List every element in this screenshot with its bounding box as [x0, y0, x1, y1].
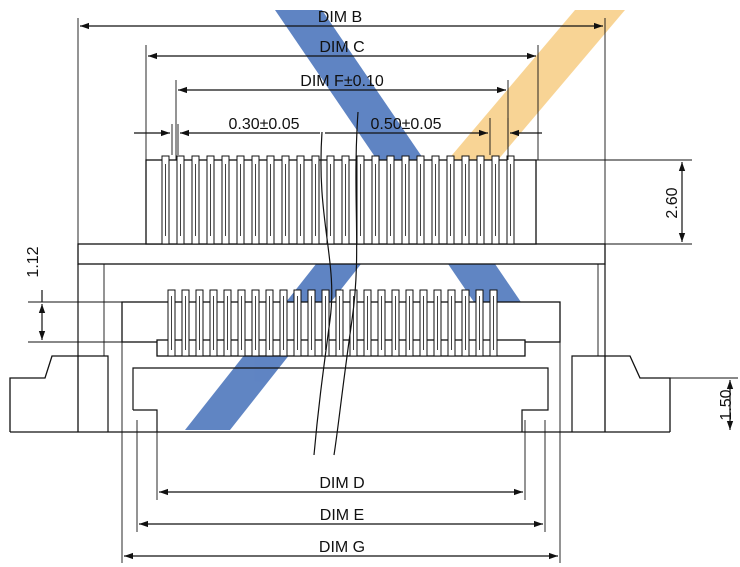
dimension-lines	[28, 18, 738, 563]
upper-housing	[145, 155, 537, 245]
dim-f-label: DIM F±0.10	[300, 73, 384, 90]
break-line-right	[333, 111, 359, 456]
pitch-b-label: 0.50±0.05	[370, 116, 441, 133]
upper-pin-row	[161, 155, 515, 245]
right-foot	[604, 355, 671, 432]
dim-b-label: DIM B	[318, 9, 362, 26]
dim-c-label: DIM C	[319, 39, 364, 56]
left-wall	[77, 264, 109, 432]
dim-g-label: DIM G	[319, 539, 365, 556]
left-foot	[9, 355, 79, 432]
right-wall	[571, 264, 606, 432]
flange-plate	[77, 243, 606, 265]
height-top-label: 2.60	[664, 187, 681, 218]
height-right-label: 1.50	[718, 389, 735, 420]
lower-base-outline	[132, 367, 549, 432]
height-left-label: 1.12	[25, 246, 42, 277]
dimension-labels: DIM B DIM C DIM F±0.10 0.30±0.05 0.50±0.…	[25, 9, 735, 556]
lower-housing	[121, 289, 561, 432]
pitch-a-label: 0.30±0.05	[228, 116, 299, 133]
dim-d-label: DIM D	[319, 475, 364, 492]
lower-pin-row	[167, 289, 498, 357]
break-line-left	[313, 131, 333, 456]
dim-e-label: DIM E	[320, 507, 364, 524]
connector-base	[9, 243, 671, 433]
